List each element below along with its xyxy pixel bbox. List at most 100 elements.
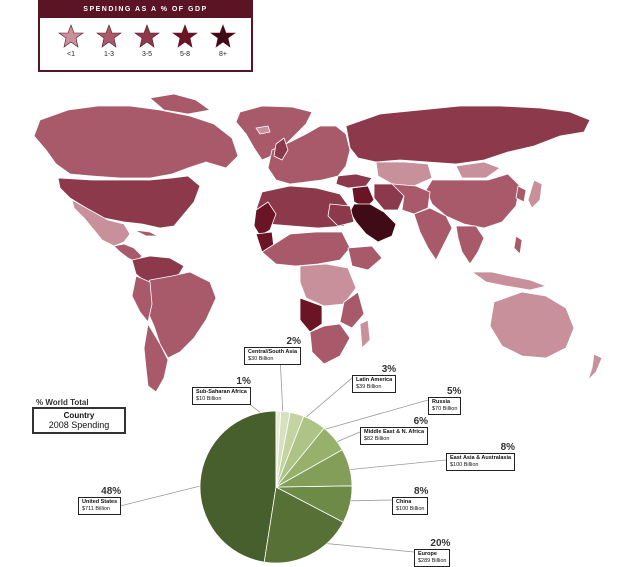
pie-percent: 8%: [413, 486, 429, 497]
region-name: Latin America: [356, 377, 393, 383]
label-middle-east-north-africa: 6% Middle East & N. Africa $82 Billion: [360, 416, 429, 445]
leader-line: [335, 499, 393, 502]
region-kazakhstan: [375, 161, 433, 187]
legend-item: 8+: [206, 24, 240, 59]
region-amount: $82 Billion: [364, 436, 390, 442]
pie-slice: [275, 411, 305, 488]
pie-percent: 6%: [413, 416, 429, 427]
label-box: Middle East & N. Africa $82 Billion: [360, 427, 429, 445]
region-southern-cone: [143, 323, 169, 393]
legend-label: 8+: [219, 51, 227, 58]
region-west-africa: [261, 231, 351, 267]
pie-percent: 1%: [236, 376, 251, 387]
region-new-zealand: [587, 353, 603, 381]
region-name: Russia: [432, 399, 451, 405]
region-name: Central/South Asia: [248, 349, 297, 355]
region-amount: $100 Billion: [396, 506, 425, 512]
legend-item: 5-8: [168, 24, 202, 59]
legend-item: <1: [54, 24, 88, 59]
region-canada: [33, 105, 239, 179]
label-box: United States $711 Billion: [78, 497, 122, 515]
key-box: Country 2008 Spending: [32, 407, 126, 434]
region-east-africa: [339, 291, 365, 329]
world-map: [33, 93, 603, 393]
legend-label: 5-8: [179, 51, 191, 58]
label-china: 8% China $100 Billion: [392, 486, 429, 515]
label-box: China $100 Billion: [392, 497, 429, 515]
key-year: 2008 Spending: [48, 420, 110, 430]
label-box: Central/South Asia $30 Billion: [244, 347, 301, 365]
label-europe: 20% Europe $289 Billion: [414, 538, 451, 567]
region-amount: $30 Billion: [248, 356, 274, 362]
region-southeast-asia: [455, 225, 485, 265]
star-icon: [58, 24, 84, 48]
region-indonesia: [471, 271, 547, 291]
region-mexico: [71, 199, 131, 247]
region-china: [425, 173, 521, 229]
label-box: Europe $289 Billion: [414, 549, 451, 567]
region-madagascar: [359, 319, 371, 349]
pie-percent: 20%: [430, 538, 451, 549]
region-name: Middle East & N. Africa: [364, 429, 425, 435]
label-sub-saharan-africa: 1% Sub-Saharan Africa $10 Billion: [192, 376, 251, 405]
label-box: Latin America $39 Billion: [352, 375, 397, 393]
legend-item: 1-3: [92, 24, 126, 59]
pie-percent: 3%: [381, 364, 397, 375]
region-amount: $39 Billion: [356, 384, 382, 390]
region-amount: $10 Billion: [196, 396, 222, 402]
region-iceland: [255, 125, 271, 135]
legend-label: <1: [67, 51, 75, 58]
region-morocco: [253, 201, 277, 237]
leader-line: [322, 431, 361, 449]
label-central-south-asia: 2% Central/South Asia $30 Billion: [244, 336, 301, 365]
label-box: Sub-Saharan Africa $10 Billion: [192, 387, 251, 405]
region-amount: $70 Billion: [432, 406, 458, 412]
leader-line: [119, 481, 216, 507]
region-cuba: [133, 229, 159, 237]
label-latin-america: 3% Latin America $39 Billion: [352, 364, 397, 393]
region-japan: [527, 179, 543, 209]
pie-percent: 5%: [446, 386, 462, 397]
star-icon: [210, 24, 236, 48]
region-name: Europe: [418, 551, 437, 557]
pie-percent: 48%: [101, 486, 122, 497]
leader-line: [334, 459, 447, 472]
pie-key: % World Total Country 2008 Spending: [26, 398, 126, 434]
pie-slice: [275, 449, 353, 488]
label-russia: 5% Russia $70 Billion: [428, 386, 462, 415]
region-korea: [515, 185, 527, 203]
pie-slice: [275, 485, 353, 523]
region-uk: [273, 137, 289, 161]
region-amount: $289 Billion: [418, 558, 447, 564]
region-name: China: [396, 499, 412, 505]
region-name: Sub-Saharan Africa: [196, 389, 247, 395]
region-egypt: [327, 203, 355, 227]
pie-slice: [263, 486, 344, 564]
pie-slice: [199, 410, 277, 563]
legend-label: 3-5: [141, 51, 153, 58]
region-europe: [267, 125, 351, 185]
legend-title: SPENDING AS A % OF GDP: [40, 2, 251, 18]
region-russia: [345, 105, 591, 165]
region-india: [413, 207, 453, 261]
star-icon: [134, 24, 160, 48]
star-icon: [96, 24, 122, 48]
region-southern-africa: [309, 323, 351, 365]
label-box: Russia $70 Billion: [428, 397, 462, 415]
label-east-asia-australasia: 8% East Asia & Australasia $100 Billion: [446, 442, 516, 471]
region-philippines: [513, 235, 523, 255]
region-peru-bolivia: [131, 275, 153, 323]
pie-percent: 8%: [500, 442, 516, 453]
region-australia: [489, 291, 575, 359]
region-name: East Asia & Australasia: [450, 455, 512, 461]
legend-label: 1-3: [103, 51, 115, 58]
key-country: Country: [63, 411, 95, 420]
region-name: United States: [82, 499, 118, 505]
leader-line: [303, 540, 415, 553]
region-mongolia: [455, 161, 501, 179]
label-box: East Asia & Australasia $100 Billion: [446, 453, 516, 471]
region-amount: $100 Billion: [450, 462, 479, 468]
key-title: % World Total: [36, 398, 89, 407]
legend-item: 3-5: [130, 24, 164, 59]
